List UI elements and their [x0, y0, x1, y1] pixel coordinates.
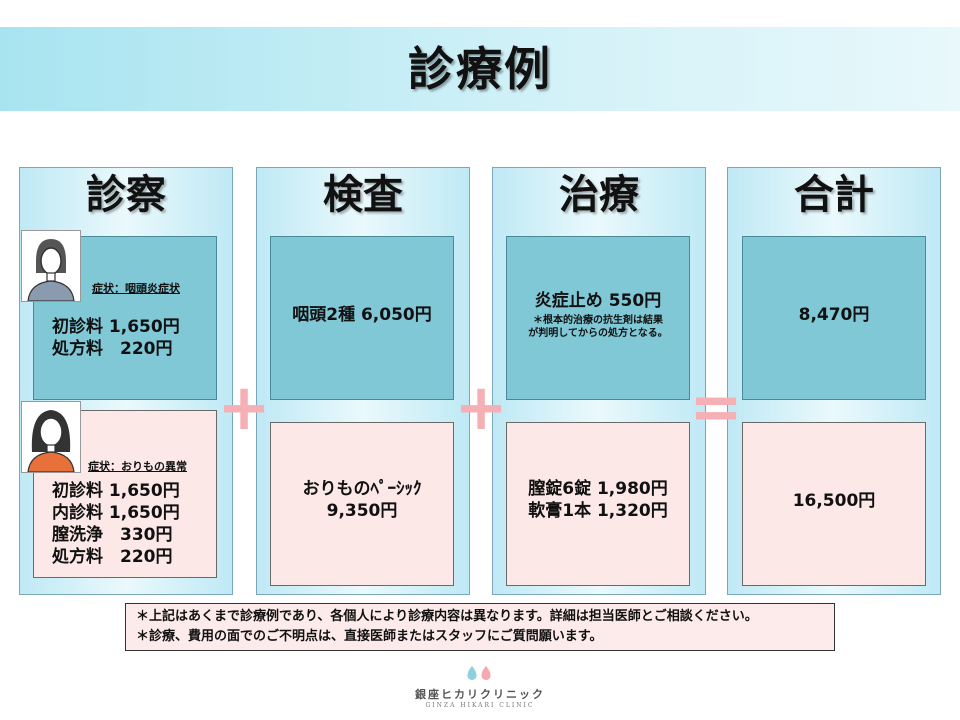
treatment-case2-line: 軟膏1本 1,320円 — [528, 501, 668, 521]
test-case2-line: おりものﾍﾟｰｼｯｸ — [302, 479, 422, 499]
exam-case1-line: 初診料 1,650円 — [52, 317, 180, 337]
clinic-logo-name: 銀座ヒカリクリニック — [415, 688, 545, 701]
exam-case1-lines: 初診料 1,650円 処方料 220円 — [52, 316, 180, 360]
equals-operator: = — [689, 371, 743, 445]
column-test-title: 検査 — [323, 172, 403, 218]
treatment-case2-box — [506, 422, 690, 586]
total-case2-text: 16,500円 — [742, 490, 926, 512]
plus-operator-2: + — [454, 371, 508, 445]
exam-case2-line: 処方料 220円 — [52, 547, 173, 567]
disclaimer-line: ＊診療、費用の面でのご不明点は、直接医師またはスタッフにご質問願います。 — [136, 629, 603, 644]
column-total-title: 合計 — [794, 172, 874, 218]
treatment-case2-line: 膣錠6錠 1,980円 — [528, 479, 668, 499]
total-case1-box — [742, 236, 926, 400]
clinic-logo-icon — [467, 666, 491, 680]
treatment-case1-box — [506, 236, 690, 400]
total-case1-line: 8,470円 — [798, 305, 870, 325]
test-case2-line: 9,350円 — [326, 501, 398, 521]
treatment-case1-text: 炎症止め 550円 — [506, 290, 690, 312]
patient-avatar-1 — [21, 230, 81, 302]
exam-case1-line: 処方料 220円 — [52, 339, 173, 359]
treatment-case2-text: 膣錠6錠 1,980円 軟膏1本 1,320円 — [506, 478, 690, 522]
column-exam-title: 診察 — [86, 172, 166, 218]
total-case1-text: 8,470円 — [742, 304, 926, 326]
test-case1-text: 咽頭2種 6,050円 — [270, 304, 454, 326]
treatment-case1-note: ＊根本的治療の抗生剤は結果 が判明してからの処方となる。 — [506, 314, 690, 340]
exam-case2-line: 膣洗浄 330円 — [52, 525, 173, 545]
clinic-logo-sub: GINZA HIKARI CLINIC — [425, 702, 535, 709]
test-case2-box — [270, 422, 454, 586]
disclaimer-line: ＊上記はあくまで診療例であり、各個人により診療内容は異なります。詳細は担当医師と… — [136, 609, 758, 624]
test-case1-line: 咽頭2種 6,050円 — [292, 305, 432, 325]
exam-case1-symptom: 症状：咽頭炎症状 — [92, 282, 180, 295]
column-treatment-title: 治療 — [559, 172, 639, 218]
exam-case2-lines: 初診料 1,650円 内診料 1,650円 膣洗浄 330円 処方料 220円 — [52, 480, 180, 568]
exam-case2-symptom: 症状：おりもの異常 — [88, 460, 187, 473]
total-case2-box — [742, 422, 926, 586]
exam-case2-line: 初診料 1,650円 — [52, 481, 180, 501]
plus-operator-1: + — [217, 371, 271, 445]
total-case2-line: 16,500円 — [792, 491, 876, 511]
test-case2-text: おりものﾍﾟｰｼｯｸ 9,350円 — [270, 478, 454, 522]
patient-avatar-2 — [21, 401, 81, 473]
treatment-note-line: が判明してからの処方となる。 — [528, 328, 668, 339]
disclaimer-box: ＊上記はあくまで診療例であり、各個人により診療内容は異なります。詳細は担当医師と… — [125, 603, 835, 651]
test-case1-box — [270, 236, 454, 400]
exam-case2-line: 内診料 1,650円 — [52, 503, 180, 523]
page-title: 診療例 — [408, 42, 552, 96]
treatment-case1-line: 炎症止め 550円 — [534, 291, 662, 311]
title-banner — [0, 27, 960, 111]
treatment-note-line: ＊根本的治療の抗生剤は結果 — [533, 315, 663, 326]
patient2-icon — [27, 410, 75, 473]
patient1-icon — [27, 239, 75, 302]
